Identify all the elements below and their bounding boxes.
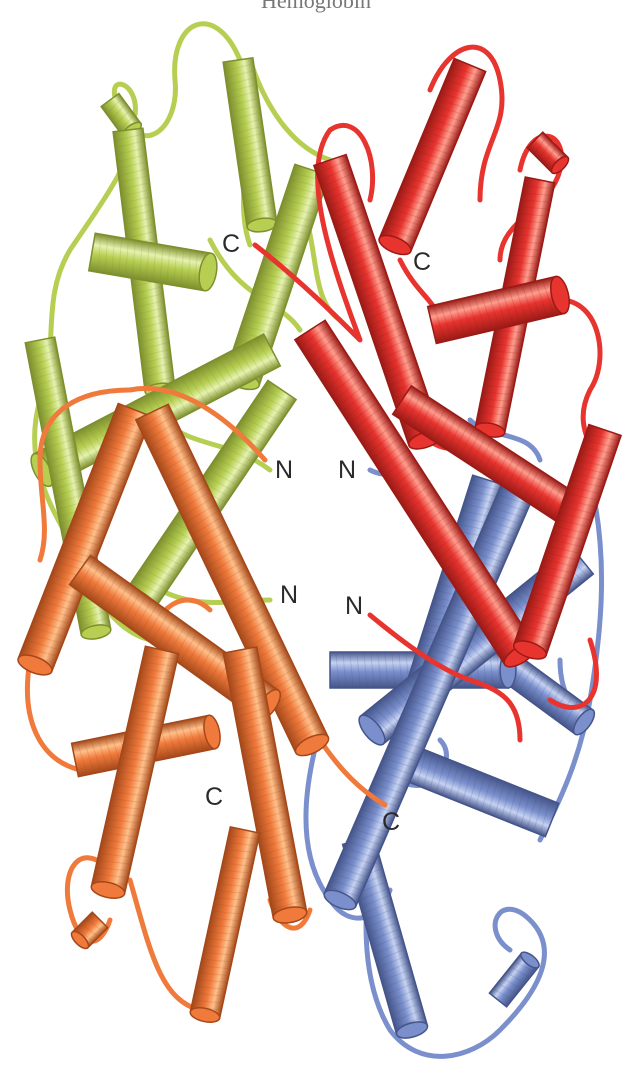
- terminus-label-c: C: [222, 230, 240, 258]
- terminus-label-c: C: [205, 783, 223, 811]
- terminus-label-c: C: [413, 248, 431, 276]
- terminus-label-n: N: [275, 456, 293, 484]
- terminus-label-c: C: [382, 808, 400, 836]
- terminus-label-n: N: [280, 581, 298, 609]
- terminus-label-n: N: [338, 456, 356, 484]
- terminus-label-n: N: [345, 592, 363, 620]
